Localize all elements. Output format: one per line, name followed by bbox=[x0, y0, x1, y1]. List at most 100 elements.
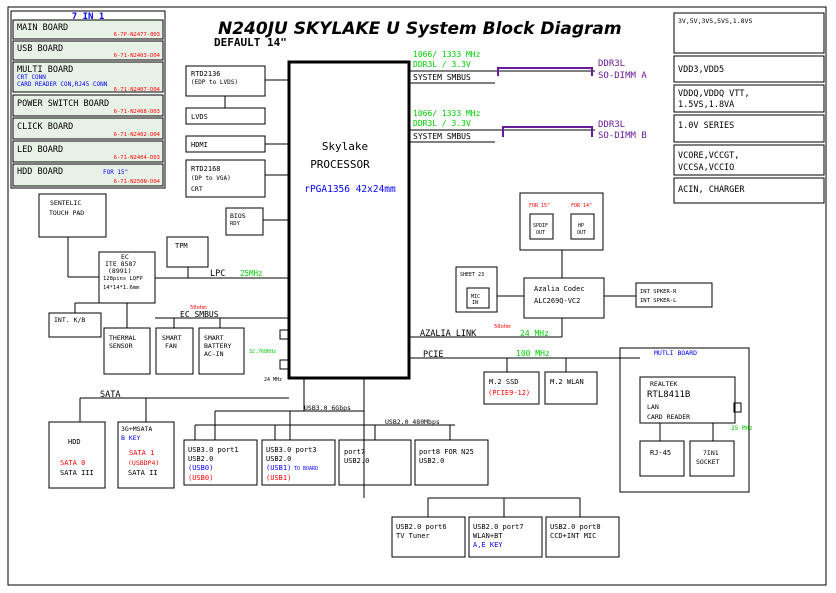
so-dimm-b-slot bbox=[502, 126, 593, 137]
usb-wlan-l3: A,E KEY bbox=[473, 541, 503, 549]
hp-for: FOR 14" bbox=[571, 203, 592, 209]
hp-l1: HP bbox=[578, 223, 584, 229]
keyboard-label: INT. K/B bbox=[54, 316, 85, 324]
boards-header: 7 IN 1 bbox=[72, 12, 105, 22]
rail-box-6 bbox=[673, 177, 825, 204]
lpc-speed: 25MHz bbox=[240, 269, 263, 278]
speaker-l: INT SPKER-L bbox=[640, 298, 677, 304]
pcie-speed: 100 MHz bbox=[516, 349, 550, 358]
board-power bbox=[12, 94, 164, 117]
pcie-label: PCIE bbox=[423, 350, 443, 360]
rail-box-3 bbox=[673, 84, 825, 113]
usb-port1-block bbox=[183, 439, 258, 486]
mem-b-speed: 1066/ 1333 MHz bbox=[413, 109, 481, 118]
usb-port1-l3: (USB0) bbox=[188, 464, 213, 472]
board-hdd bbox=[12, 163, 164, 187]
socket-l1: 7IN1 bbox=[703, 449, 719, 457]
board-click-name: CLICK BOARD bbox=[17, 122, 73, 132]
thermal-l2: SENSOR bbox=[109, 342, 133, 350]
ec-label: EC bbox=[121, 253, 129, 261]
mem-a-voltage: DDR3L / 3.3V bbox=[413, 60, 471, 69]
usb-port7-l1: port7 bbox=[344, 448, 365, 456]
codec-chip: ALC269Q-VC2 bbox=[534, 297, 580, 305]
m2-ssd-lane: (PCIE9-12) bbox=[488, 389, 530, 397]
battery-l2: BATTERY bbox=[204, 342, 231, 350]
mic-frame bbox=[455, 266, 498, 313]
ec-group: SENTELIC TOUCH PAD TPM EC ITE 8587 (8991… bbox=[38, 193, 289, 375]
battery-l1: SMART bbox=[204, 334, 224, 342]
crt-label: CRT bbox=[191, 185, 203, 193]
multi-board-group: MUTLI BOARD REALTEK RTL8411B LAN CARD RE… bbox=[619, 347, 753, 493]
rail-4: 1.0V SERIES bbox=[678, 121, 734, 131]
hdd-label: HDD bbox=[68, 438, 81, 446]
usb-port3-l2: USB2.0 bbox=[266, 455, 291, 463]
hdd-gen: SATA III bbox=[60, 469, 94, 477]
board-led bbox=[12, 140, 164, 163]
msata-title: 3G+MSATA bbox=[121, 425, 152, 433]
board-multi bbox=[12, 61, 164, 93]
ec-size: 14*14*1.6mm bbox=[103, 285, 140, 291]
socket-block bbox=[689, 440, 735, 477]
boards-panel: 7 IN 1 MAIN BOARD 6-7P-N2477-003 USB BOA… bbox=[10, 10, 166, 189]
m2-ssd-block bbox=[483, 371, 540, 405]
rail-1: 3V,5V,3VS,5VS,1.8VS bbox=[678, 17, 752, 25]
usb-tv-l2: TV Tuner bbox=[396, 532, 430, 540]
usb-port1-l1: USB3.0 port1 bbox=[188, 446, 239, 454]
sata-label: SATA bbox=[100, 390, 120, 400]
sheet-frame bbox=[7, 6, 827, 586]
mem-a-speed: 1066/ 1333 MHz bbox=[413, 50, 481, 59]
rtl-card: CARD READER bbox=[647, 413, 690, 421]
usb-port3-block bbox=[261, 439, 336, 486]
usb-ccd-l1: USB2.0 port8 bbox=[550, 523, 601, 531]
usb-group: USB3.0 6Gbps USB2.0 480Mbps USB3.0 port1… bbox=[183, 378, 620, 558]
m2-wlan-label: M.2 WLAN bbox=[550, 378, 584, 386]
boards-panel-frame bbox=[10, 10, 166, 189]
cpu-block bbox=[287, 60, 411, 380]
xtal-25m-icon bbox=[733, 402, 742, 413]
codec-block bbox=[523, 277, 605, 319]
xtal-24m-icon bbox=[279, 359, 289, 370]
board-led-code: 6-71-N2404-D03 bbox=[114, 155, 160, 161]
display-group: RTD2136 (EDP to LVDS) LVDS HDMI RTD2168 … bbox=[185, 65, 289, 236]
board-led-name: LED BOARD bbox=[17, 145, 63, 155]
rail-3a: VDDQ,VDDQ VTT, bbox=[678, 89, 750, 99]
spdif-l2: OUT bbox=[536, 230, 545, 236]
fan-l2: FAN bbox=[165, 342, 177, 350]
usb-port8-l1: port8 FOR N25 bbox=[419, 448, 474, 456]
usb-port8-l2: USB2.0 bbox=[419, 457, 444, 465]
board-click bbox=[12, 117, 164, 140]
mem-b-bus: SYSTEM SMBUS bbox=[413, 132, 471, 141]
multi-board-frame bbox=[619, 347, 750, 493]
sata-group: SATA HDD SATA 0 SATA III 3G+MSATA B KEY … bbox=[48, 390, 289, 489]
usb-ccd-block bbox=[545, 516, 620, 558]
rtl-lan: LAN bbox=[647, 403, 659, 411]
xtal-24m-label: 24 MHz bbox=[264, 377, 282, 383]
usb2-bus-label: USB2.0 480Mbps bbox=[385, 418, 440, 426]
pcie-group: PCIE 100 MHz M.2 SSD (PCIE9-12) M.2 WLAN bbox=[409, 349, 640, 405]
thermal-l1: THERMAL bbox=[109, 334, 136, 342]
tpm-label: TPM bbox=[175, 242, 188, 250]
usb-ccd-l2: CCD+INT MIC bbox=[550, 532, 596, 540]
hdmi-label: HDMI bbox=[191, 141, 208, 149]
rtl8411b-block bbox=[639, 376, 736, 424]
rj45-block bbox=[639, 440, 685, 477]
speaker-r: INT SPKER-R bbox=[640, 289, 677, 295]
usb-wlan-l2: WLAN+BT bbox=[473, 532, 503, 540]
azalia-speed: 24 MHz bbox=[520, 329, 549, 338]
board-multi-note1: CRT CONN bbox=[17, 74, 46, 81]
multi-board-title: MUTLI BOARD bbox=[654, 349, 697, 357]
msata-gen: SATA II bbox=[128, 469, 158, 477]
mem-b-slot: SO-DIMM B bbox=[598, 131, 647, 141]
m2-wlan-block bbox=[544, 371, 598, 405]
usb-tv-l1: USB2.0 port6 bbox=[396, 523, 447, 531]
ec-pins: 128pins LQFP bbox=[103, 276, 143, 282]
hp-l2: OUT bbox=[577, 230, 586, 236]
rtl-chip: RTL8411B bbox=[647, 390, 690, 400]
lpc-label: LPC bbox=[210, 269, 225, 279]
ec-smbus-label: EC SMBUS bbox=[180, 310, 219, 319]
rail-6: ACIN, CHARGER bbox=[678, 185, 745, 195]
usb-port3-l1: USB3.0 port3 bbox=[266, 446, 317, 454]
lvds-label: LVDS bbox=[191, 113, 208, 121]
mem-b-type: DDR3L bbox=[598, 120, 625, 130]
audio-group: FOR 15" SPDIF OUT FOR 14" HP OUT SHEET 2… bbox=[409, 192, 713, 339]
